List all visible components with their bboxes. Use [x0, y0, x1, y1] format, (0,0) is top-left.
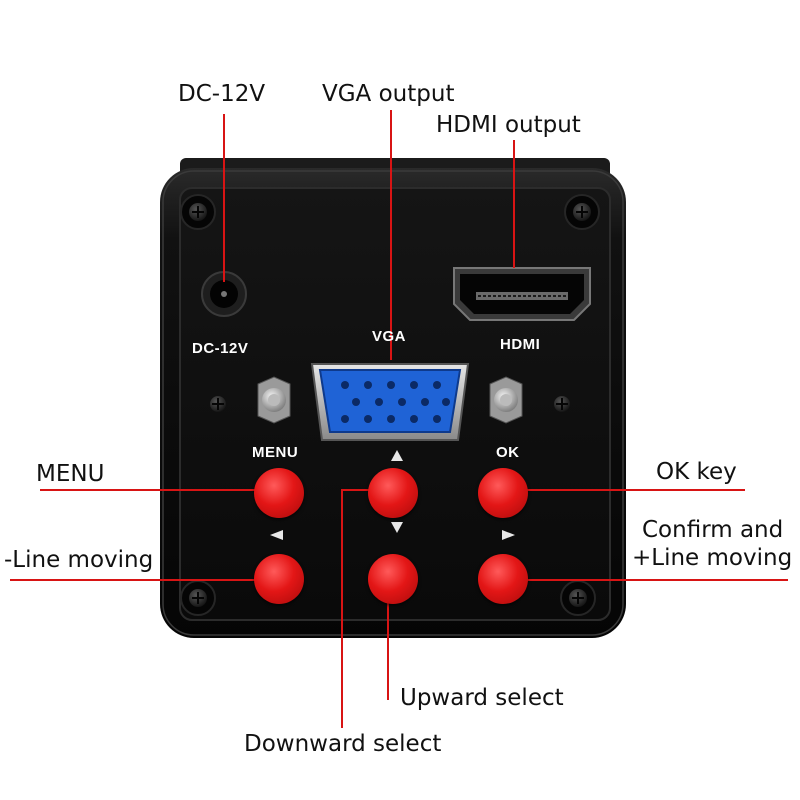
ok-button[interactable] — [478, 468, 528, 518]
callout-menu: MENU — [36, 461, 105, 487]
hdmi-port — [453, 267, 591, 321]
callout-hdmi-output: HDMI output — [436, 112, 581, 138]
corner-screws — [180, 194, 600, 616]
triangle-down-icon — [391, 522, 403, 533]
up-button[interactable] — [368, 468, 418, 518]
down-button[interactable] — [368, 554, 418, 604]
dc-jack — [201, 271, 247, 317]
panel-label-dc12v: DC-12V — [192, 340, 249, 357]
triangle-right-icon — [502, 530, 515, 540]
callout-ok-key: OK key — [656, 459, 737, 485]
callout-upward-select: Upward select — [400, 685, 564, 711]
callout-dc12v: DC-12V — [178, 81, 266, 107]
left-button[interactable] — [254, 554, 304, 604]
menu-button[interactable] — [254, 468, 304, 518]
callout-confirm-line1: Confirm and — [642, 517, 784, 543]
side-screws — [210, 396, 570, 412]
callout-downward-select: Downward select — [244, 731, 442, 757]
right-button[interactable] — [478, 554, 528, 604]
triangle-left-icon — [270, 530, 283, 540]
panel-label-hdmi: HDMI — [500, 336, 541, 353]
right-toggle-switch — [489, 376, 523, 424]
callout-confirm-line2: +Line moving — [632, 545, 793, 571]
panel-label-vga: VGA — [372, 328, 407, 345]
triangle-up-icon — [391, 450, 403, 461]
panel-label-menu: MENU — [252, 444, 299, 461]
callout-vga-output: VGA output — [322, 81, 455, 107]
callout-line-moving-minus: -Line moving — [4, 547, 154, 573]
vga-port — [310, 363, 470, 441]
left-toggle-switch — [257, 376, 291, 424]
panel-label-ok: OK — [496, 444, 520, 461]
